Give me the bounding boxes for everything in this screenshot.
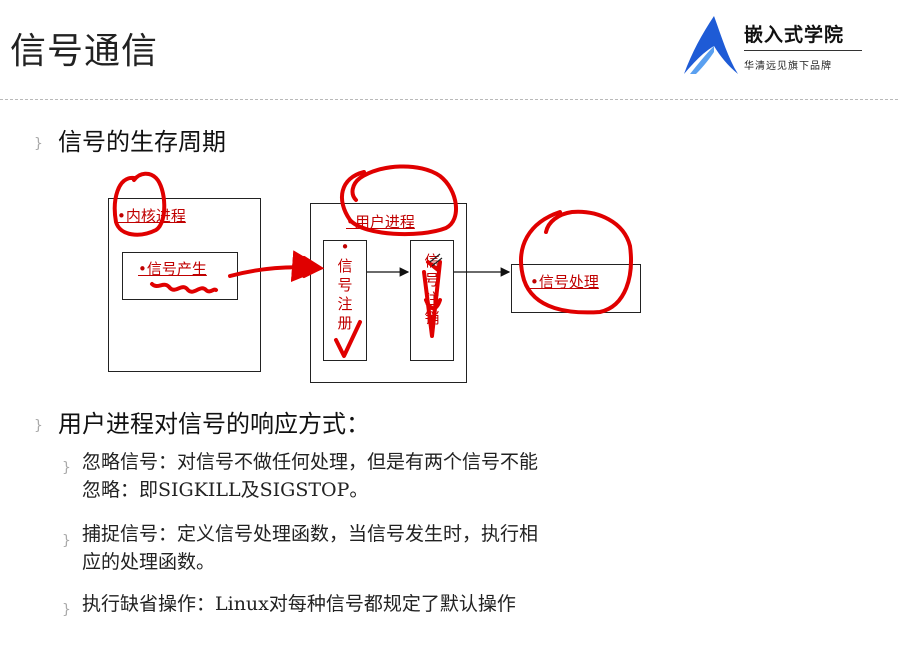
signal-register-label: • 信 号 注 册 [337, 238, 353, 332]
bullet-marker: } [34, 136, 43, 152]
sub-bullet-marker: } [62, 602, 71, 618]
annotation-strikeout [422, 260, 442, 338]
sub-bullet-marker: } [62, 533, 71, 549]
title-divider [0, 99, 898, 100]
annotation-arrow [228, 250, 324, 283]
logo-name: 嵌入式学院 [744, 24, 845, 46]
signal-handling-box [511, 264, 641, 313]
lifecycle-heading: 信号的生存周期 [58, 128, 226, 156]
annotation-checkmark [334, 320, 362, 358]
list-item-catch: 捕捉信号：定义信号处理函数，当信号发生时，执行相 应的处理函数。 [82, 523, 539, 573]
annotation-circle-kernel [112, 171, 167, 237]
signal-handling-label: •信号处理 [530, 273, 599, 291]
annotation-circle-handling [519, 209, 633, 315]
list-item-ignore: 忽略信号：对信号不做任何处理，但是有两个信号不能 忽略：即SIGKILL及SIG… [82, 451, 539, 501]
kernel-process-label: •内核进程 [117, 207, 186, 225]
response-heading: 用户进程对信号的响应方式： [58, 410, 370, 438]
list-item-default: 执行缺省操作：Linux对每种信号都规定了默认操作 [82, 593, 516, 615]
logo-swoosh-icon [684, 16, 738, 74]
logo-rule [744, 50, 862, 51]
signal-register-box [323, 240, 367, 361]
signal-generation-label: •信号产生 [138, 260, 207, 278]
logo-tagline: 华清远见旗下品牌 [744, 61, 832, 72]
bullet-marker: } [34, 418, 43, 434]
logo: 嵌入式学院 华清远见旗下品牌 [682, 12, 882, 78]
annotation-scribble [150, 282, 218, 294]
annotation-circle-user [340, 164, 459, 237]
pencil-icon [429, 253, 443, 267]
sub-bullet-marker: } [62, 460, 71, 476]
slide-title: 信号通信 [10, 31, 159, 72]
